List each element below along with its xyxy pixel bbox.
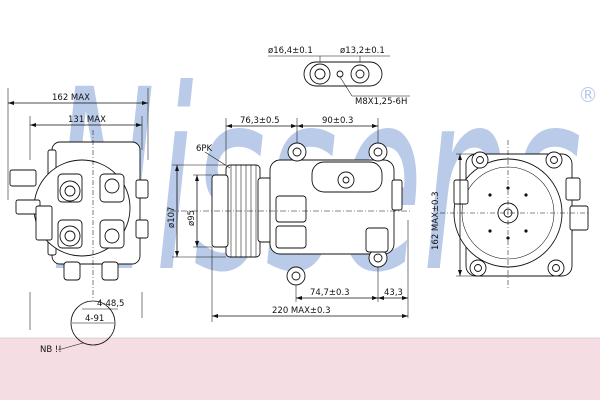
dim-162-max-height: 162 MAX±0.3	[431, 191, 441, 250]
footer-band	[0, 338, 600, 400]
dim-port-13-2: ø13,2±0.1	[340, 46, 385, 56]
dim-4-91: 4-91	[85, 314, 104, 324]
dim-dia-107: ø107	[167, 207, 177, 228]
dim-162-max: 162 MAX	[52, 93, 90, 103]
right-view: 162 MAX±0.3	[431, 140, 590, 290]
hole-detail: 4-48,5 4-91 NB !!	[40, 299, 124, 355]
registered-mark: ®	[578, 83, 598, 107]
dim-220-max: 220 MAX±0.3	[272, 306, 331, 316]
dim-131-max: 131 MAX	[68, 115, 106, 125]
dim-74-7: 74,7±0.3	[310, 288, 350, 298]
dim-76-3: 76,3±0.5	[240, 116, 280, 126]
dim-90: 90±0.3	[322, 116, 353, 126]
label-thread: M8X1,25-6H	[355, 97, 407, 107]
dim-4-48-5: 4-48,5	[97, 299, 124, 309]
dim-43-3: 43,3	[384, 288, 403, 298]
side-view: 6PK ø107 ø95 76,3±0.5 90±0.3	[167, 116, 410, 322]
dim-port-16-4: ø16,4±0.1	[268, 46, 313, 56]
label-6pk: 6PK	[196, 144, 213, 154]
left-view: 162 MAX 131 MAX	[7, 88, 149, 330]
dim-dia-95: ø95	[187, 210, 197, 226]
note-nb: NB !!	[40, 345, 62, 355]
port-detail: ø16,4±0.1 ø13,2±0.1 M8X1,25-6H	[268, 46, 410, 107]
